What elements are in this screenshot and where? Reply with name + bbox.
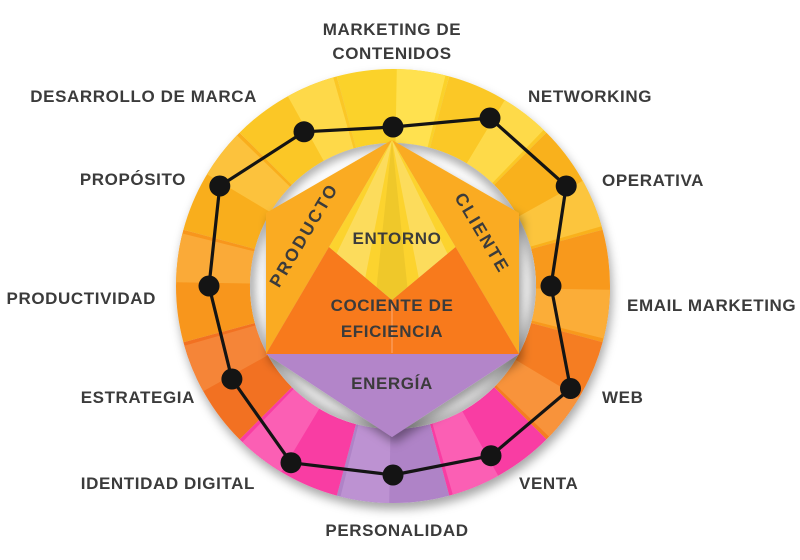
radar-dot-operativa	[555, 175, 577, 197]
radar-dot-desarrollo-de-marca	[293, 121, 315, 143]
entorno-facet	[329, 140, 392, 300]
ring-facet-email-marketing	[531, 288, 610, 339]
radar-dot-web	[560, 378, 581, 399]
radar-dot-estrategia	[221, 368, 243, 390]
ring-facet-proposito	[207, 135, 291, 213]
radar-dot-proposito	[209, 175, 231, 197]
spoke-label-operativa: OPERATIVA	[602, 171, 704, 190]
radar-dot-networking	[479, 107, 501, 129]
spoke-label-marketing-de-contenidos: MARKETING DE CONTENIDOS	[323, 20, 461, 63]
cociente-line-1: COCIENTE DE	[331, 296, 454, 315]
spoke-label-estrategia: ESTRATEGIA	[81, 388, 195, 407]
core-label-energia: ENERGÍA	[351, 374, 433, 393]
ring-facet-operativa	[518, 180, 602, 247]
ring-facet-networking	[466, 100, 544, 184]
spoke-label-productividad: PRODUCTIVIDAD	[7, 289, 156, 308]
ring-facet-marketing-de-contenidos	[395, 69, 446, 148]
ring-facet-productividad	[176, 233, 255, 284]
spoke-label-proposito: PROPÓSITO	[80, 170, 186, 189]
spoke-label-web: WEB	[602, 388, 643, 407]
spoke-label-email-marketing: EMAIL MARKETING	[627, 296, 796, 315]
spoke-label-line: CONTENIDOS	[332, 44, 451, 63]
ring-facet-desarrollo-de-marca	[287, 77, 354, 161]
spoke-label-personalidad: PERSONALIDAD	[325, 521, 468, 540]
radar-dot-identidad-digital	[280, 452, 302, 474]
spoke-label-identidad-digital: IDENTIDAD DIGITAL	[81, 474, 255, 493]
radar-dot-personalidad	[382, 464, 404, 486]
radar-dot-marketing-de-contenidos	[382, 116, 404, 138]
core-label-cociente-de-eficiencia: COCIENTE DE EFICIENCIA	[331, 296, 454, 341]
cociente-line-2: EFICIENCIA	[341, 322, 443, 341]
spoke-label-line: MARKETING DE	[323, 20, 461, 39]
core-label-entorno: ENTORNO	[353, 229, 442, 248]
core-shape-cociente-de-eficiencia	[266, 247, 519, 354]
core-shape-energia	[266, 354, 519, 437]
spoke-label-venta: VENTA	[519, 474, 578, 493]
ring-facet-identidad-digital	[242, 388, 320, 472]
ring-facet-web	[495, 359, 579, 437]
spoke-label-networking: NETWORKING	[528, 87, 652, 106]
spoke-label-desarrollo-de-marca: DESARROLLO DE MARCA	[30, 87, 257, 106]
radar-dot-venta	[480, 445, 502, 467]
entorno-facet	[392, 140, 456, 300]
ring-facet-personalidad	[340, 424, 391, 503]
radar-dot-email-marketing	[540, 275, 562, 297]
radar-dot-productividad	[198, 275, 220, 297]
ring-facet-venta	[432, 411, 499, 495]
core-pentagon	[266, 140, 519, 437]
